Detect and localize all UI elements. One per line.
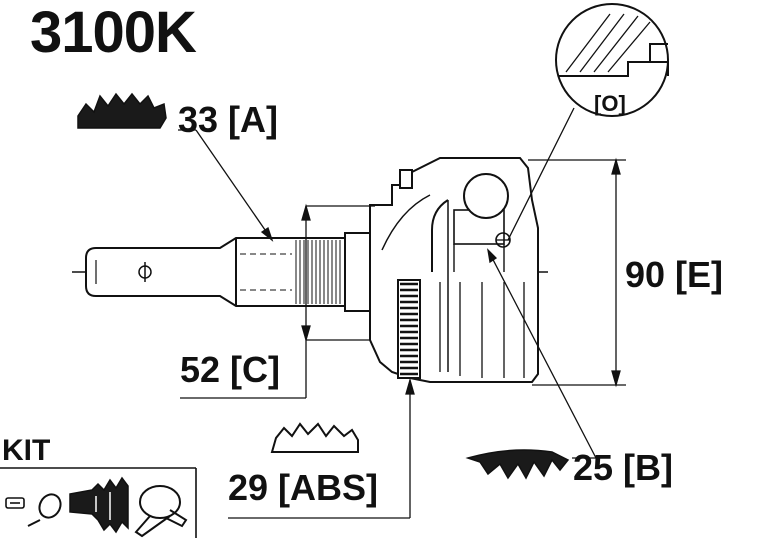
part-number: 3100K bbox=[30, 0, 197, 65]
kit-label: KIT bbox=[2, 434, 51, 467]
leader-abs bbox=[228, 377, 415, 519]
leader-a bbox=[178, 129, 274, 242]
spline-teeth bbox=[240, 240, 341, 304]
clip-icon bbox=[5, 497, 25, 509]
dimension-c-lines bbox=[180, 203, 375, 399]
spline-icon-abs bbox=[270, 422, 359, 453]
shaft-center-mark bbox=[138, 262, 152, 282]
clamp-icon bbox=[134, 485, 188, 538]
stub-shaft bbox=[85, 232, 371, 312]
ball-bearing bbox=[463, 173, 509, 219]
ring-icon bbox=[27, 493, 62, 527]
dimension-e-lines bbox=[528, 157, 626, 388]
boot-icon bbox=[69, 476, 129, 534]
detail-o-label: [O] bbox=[594, 91, 626, 116]
leader-b bbox=[487, 248, 597, 459]
spline-a-label: 33 [A] bbox=[178, 99, 279, 140]
joint-housing bbox=[369, 157, 539, 383]
spline-icon-a bbox=[77, 92, 167, 129]
outer-diameter-e-label: 90 [E] bbox=[625, 254, 724, 295]
spline-icon-b bbox=[465, 449, 570, 480]
abs-ring-label: 29 [ABS] bbox=[228, 467, 379, 508]
abs-ring bbox=[397, 279, 421, 379]
shaft-diameter-c-label: 52 [C] bbox=[180, 349, 281, 390]
inner-spline-b-label: 25 [B] bbox=[573, 447, 674, 488]
kit-box bbox=[0, 467, 197, 538]
detail-o-callout bbox=[507, 3, 669, 241]
